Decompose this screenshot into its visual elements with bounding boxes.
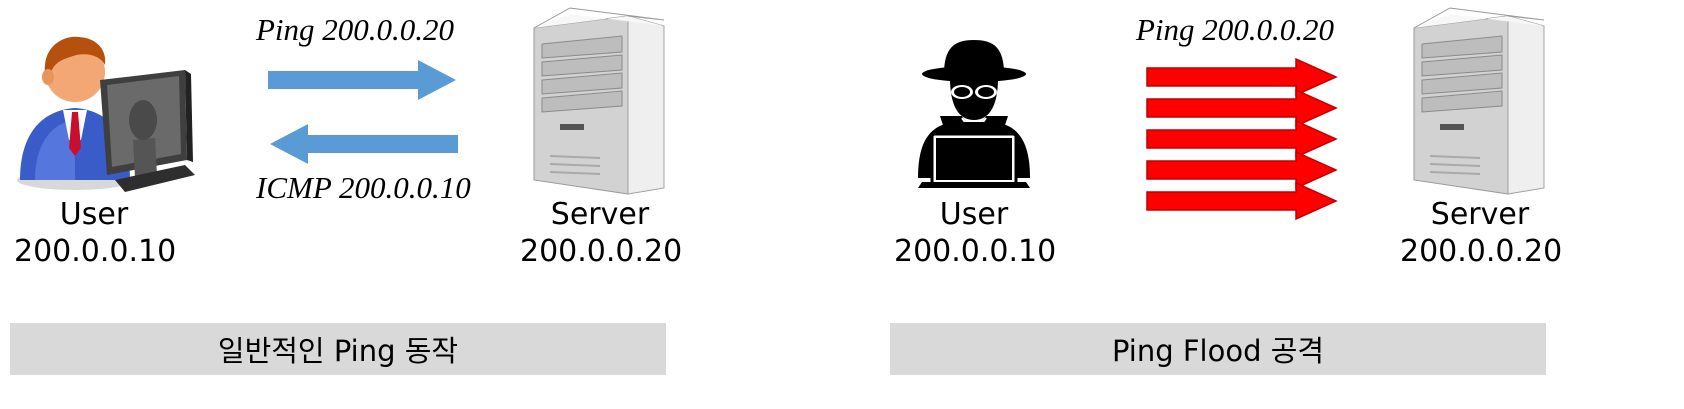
left-server-ip: 200.0.0.20 (520, 234, 683, 269)
flood-arrow (1146, 150, 1338, 190)
hacker-icon (918, 40, 1030, 188)
flood-arrow (1146, 181, 1338, 221)
left-user-ip: 200.0.0.10 (14, 234, 177, 269)
flood-arrow (1146, 57, 1338, 97)
right-server-name: Server (1430, 197, 1530, 232)
left-ping-label: Ping 200.0.0.20 (256, 12, 455, 47)
left-user-name: User (59, 197, 129, 232)
ping-flood-caption: Ping Flood 공격 (890, 323, 1546, 375)
user-at-computer-icon (17, 36, 195, 192)
server-tower-icon (533, 7, 665, 195)
flood-arrow (1146, 119, 1338, 159)
normal-ping-caption: 일반적인 Ping 동작 (10, 323, 666, 375)
right-ping-label: Ping 200.0.0.20 (1136, 12, 1335, 47)
flood-arrow (1146, 88, 1338, 128)
icmp-reply-arrow (270, 124, 458, 164)
right-user-ip: 200.0.0.10 (894, 234, 1057, 269)
right-user-name: User (939, 197, 1009, 232)
ping-flood-arrows (1146, 57, 1338, 221)
ping-request-arrow (268, 60, 456, 100)
server-tower-icon (1413, 7, 1545, 195)
left-server-name: Server (550, 197, 650, 232)
left-icmp-reply-label: ICMP 200.0.0.10 (256, 170, 471, 205)
right-server-ip: 200.0.0.20 (1400, 234, 1563, 269)
